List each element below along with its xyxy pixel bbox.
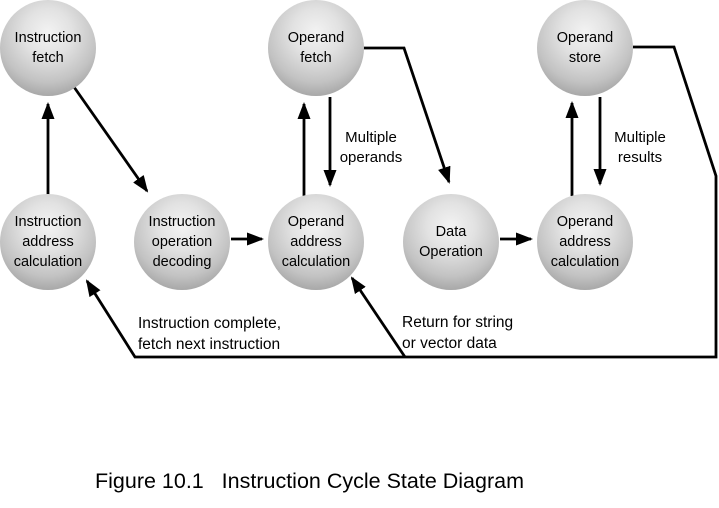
state-instruction-address-calculation: Instruction address calculation — [0, 194, 96, 290]
arrow-instruction-complete-return — [85, 45, 718, 359]
state-label: Operand store — [556, 30, 614, 66]
state-data-operation: Data Operation — [403, 194, 499, 290]
arrow-return-for-string — [350, 276, 407, 358]
state-label: Instruction address calculation — [13, 214, 83, 270]
state-label: Instruction fetch — [14, 30, 82, 66]
state-operand-address-calculation-left: Operand address calculation — [268, 194, 364, 290]
state-instruction-operation-decoding: Instruction operation decoding — [134, 194, 230, 290]
label-return-for-string: Return for string or vector data — [402, 314, 514, 352]
state-operand-address-calculation-right: Operand address calculation — [537, 194, 633, 290]
state-instruction-fetch: Instruction fetch — [0, 0, 96, 96]
state-label: Instruction operation decoding — [148, 214, 216, 270]
state-label: Operand address calculation — [550, 214, 620, 270]
figure-caption: Figure 10.1 Instruction Cycle State Diag… — [95, 469, 524, 493]
state-operand-store: Operand store — [537, 0, 633, 96]
state-label: Data Operation — [419, 224, 483, 260]
arrow-operand-fetch-to-data-operation — [363, 46, 451, 184]
state-operand-fetch: Operand fetch — [268, 0, 364, 96]
label-multiple-operands: Multiple operands — [339, 129, 403, 166]
state-label: Operand address calculation — [281, 214, 351, 270]
label-instruction-complete: Instruction complete, fetch next instruc… — [138, 315, 282, 353]
state-label: Operand fetch — [287, 30, 345, 66]
arrow-instruction-fetch-to-decoding — [72, 86, 149, 193]
label-multiple-results: Multiple results — [614, 129, 666, 166]
